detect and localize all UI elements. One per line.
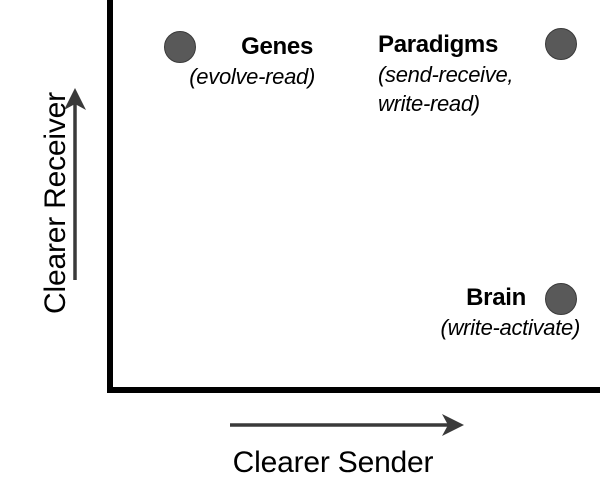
- data-label-brain-name: Brain: [466, 284, 526, 311]
- y-axis-title: Clearer Receiver: [39, 92, 72, 314]
- data-point-brain: [545, 283, 577, 315]
- y-axis-line: [107, 0, 113, 393]
- data-label-brain-subtitle: (write-activate): [440, 315, 581, 340]
- data-label-brain: Brain (write-activate): [330, 283, 581, 342]
- data-point-genes: [164, 31, 196, 63]
- data-label-genes-name: Genes: [241, 33, 313, 60]
- x-axis-line: [107, 387, 600, 393]
- arrow-up-icon: [62, 88, 88, 280]
- data-label-genes-subtitle: (evolve-read): [189, 64, 315, 89]
- data-label-paradigms: Paradigms (send-receive, write-read): [378, 30, 514, 118]
- data-label-genes: Genes (evolve-read): [0, 32, 315, 91]
- arrow-right-icon: [230, 412, 464, 438]
- data-label-paradigms-subtitle-line1: (send-receive,: [378, 62, 514, 87]
- data-point-paradigms: [545, 28, 577, 60]
- data-label-paradigms-subtitle-line2: write-read): [378, 91, 480, 116]
- data-label-paradigms-name: Paradigms: [378, 31, 499, 58]
- x-axis-title: Clearer Sender: [232, 446, 434, 479]
